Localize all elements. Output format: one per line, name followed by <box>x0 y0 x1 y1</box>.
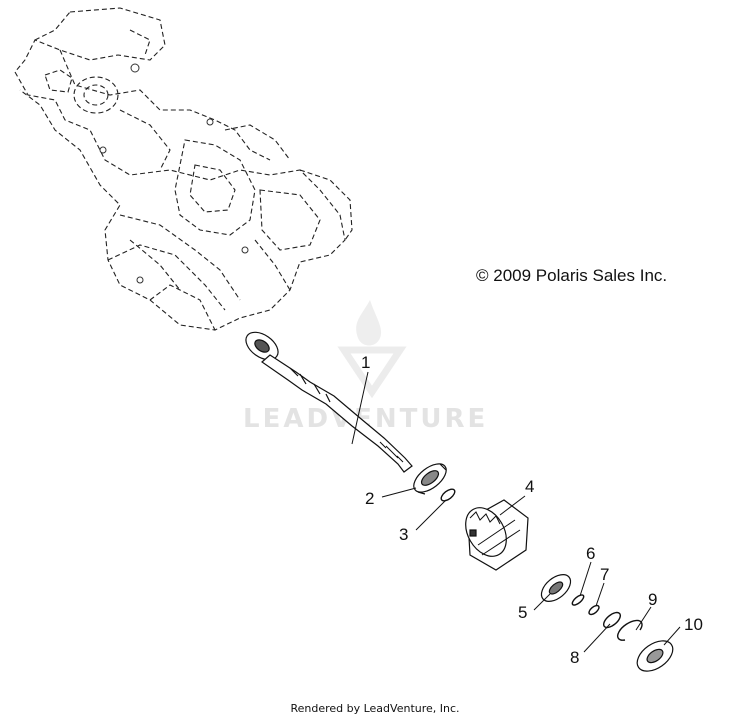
part-2-bearing <box>413 463 447 495</box>
part-9-circlip <box>617 619 643 641</box>
part-7-ring <box>588 604 600 616</box>
part-1-shaft <box>245 331 413 473</box>
part-4-gear <box>465 499 529 571</box>
copyright-text: © 2009 Polaris Sales Inc. <box>476 266 668 285</box>
callout-5: 5 <box>518 603 528 622</box>
callout-10: 10 <box>684 615 703 634</box>
callout-4: 4 <box>525 477 535 496</box>
part-10-seal <box>636 640 674 672</box>
callout-1: 1 <box>361 353 371 372</box>
callout-6: 6 <box>586 544 596 563</box>
callout-7: 7 <box>600 565 610 584</box>
part-6-ring <box>571 594 585 606</box>
callout-3: 3 <box>399 525 409 544</box>
footer-credit: Rendered by LeadVenture, Inc. <box>290 702 460 715</box>
callout-8: 8 <box>570 648 580 667</box>
leader-lines <box>351 371 681 653</box>
part-3-ring <box>440 488 456 502</box>
part-8-washer <box>602 611 622 629</box>
callout-2: 2 <box>365 489 375 508</box>
callout-9: 9 <box>648 590 658 609</box>
